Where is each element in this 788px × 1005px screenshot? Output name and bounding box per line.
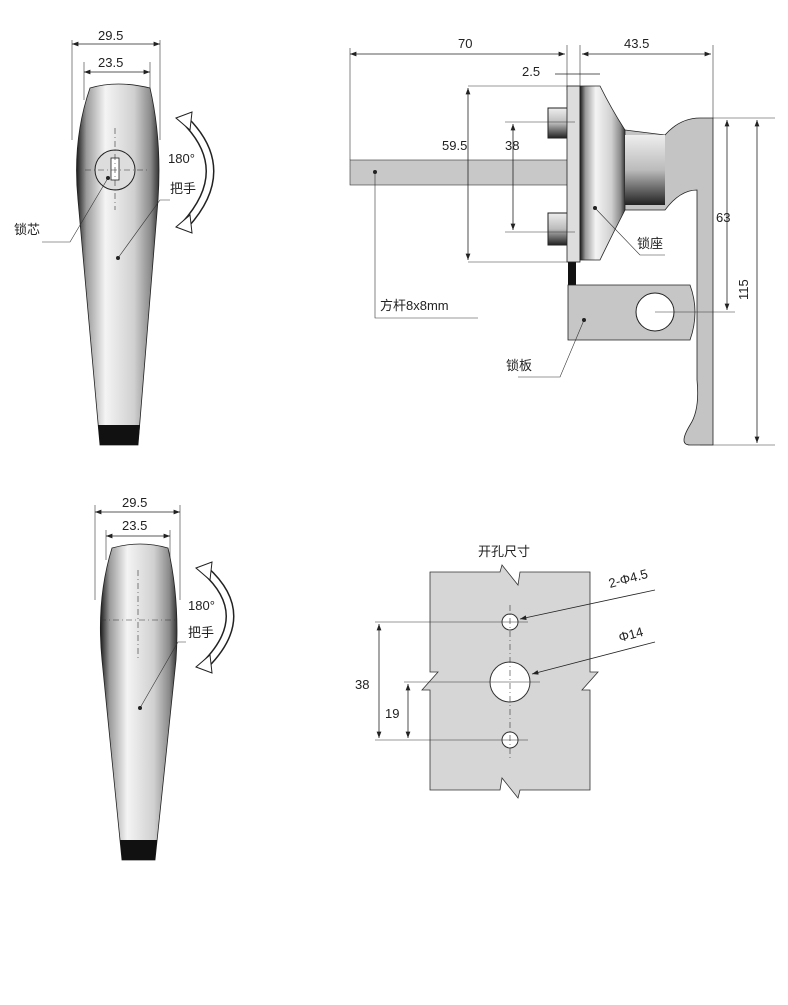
handle-label: 把手 bbox=[188, 625, 214, 640]
base-label: 锁座 bbox=[637, 236, 663, 251]
dim-outer-width: 29.5 bbox=[98, 28, 123, 43]
dim-total-spacing: 38 bbox=[355, 677, 369, 692]
dim-total-height: 115 bbox=[736, 279, 751, 300]
bolt-bottom bbox=[547, 212, 569, 246]
square-rod bbox=[349, 159, 569, 186]
handle-body bbox=[76, 83, 160, 446]
top-handle-view: 29.5 23.5 180° 把手 锁芯 bbox=[14, 28, 215, 446]
plate-label: 锁板 bbox=[506, 358, 532, 373]
dim-handle-to-plate: 63 bbox=[716, 210, 730, 225]
large-hole-label: Φ14 bbox=[617, 624, 645, 645]
side-view: 70 43.5 2.5 59.5 38 63 115 方杆8x8mm 锁座 锁板 bbox=[349, 36, 775, 446]
dim-depth: 43.5 bbox=[624, 36, 649, 51]
handle-body bbox=[99, 543, 178, 861]
dim-inner-width: 23.5 bbox=[98, 55, 123, 70]
dim-bolt-spacing: 38 bbox=[505, 138, 519, 153]
handle-label: 把手 bbox=[170, 181, 196, 196]
rotation-label: 180° bbox=[168, 151, 195, 166]
lock-base bbox=[579, 85, 626, 261]
dim-rod-length: 70 bbox=[458, 36, 472, 51]
lock-plate bbox=[567, 284, 696, 341]
rod-label: 方杆8x8mm bbox=[380, 298, 449, 313]
dim-half-spacing: 19 bbox=[385, 706, 399, 721]
cylinder-label: 锁芯 bbox=[14, 222, 40, 237]
cutout-title: 开孔尺寸 bbox=[478, 544, 530, 559]
bolt-top bbox=[547, 107, 569, 139]
dim-inner-width: 23.5 bbox=[122, 518, 147, 533]
dim-base-height: 59.5 bbox=[442, 138, 467, 153]
dim-flange: 2.5 bbox=[522, 64, 540, 79]
bottom-handle-view: 29.5 23.5 180° 把手 bbox=[94, 495, 235, 861]
dim-outer-width: 29.5 bbox=[122, 495, 147, 510]
rotation-label: 180° bbox=[188, 598, 215, 613]
small-holes-label: 2-Φ4.5 bbox=[607, 566, 650, 591]
cutout-view: 开孔尺寸 38 19 2-Φ4.5 Φ14 bbox=[355, 544, 656, 799]
